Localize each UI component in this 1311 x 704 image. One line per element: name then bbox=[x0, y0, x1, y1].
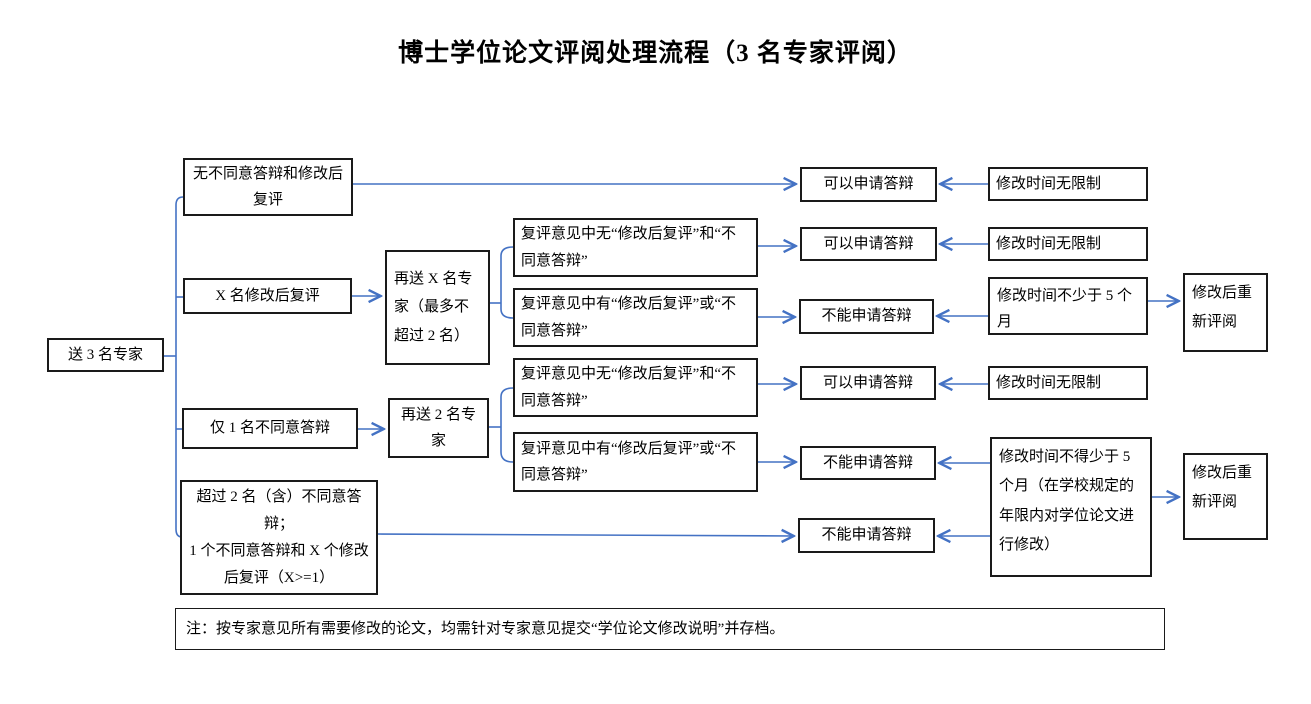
node-x-revise-branch: X 名修改后复评 bbox=[183, 278, 352, 314]
node-rereview-after-revision-1: 修改后重新评阅 bbox=[1183, 273, 1268, 352]
node-review1-none: 复评意见中无“修改后复评”和“不同意答辩” bbox=[513, 218, 758, 277]
node-one-disagree-branch: 仅 1 名不同意答辩 bbox=[182, 408, 358, 449]
node-review2-none: 复评意见中无“修改后复评”和“不同意答辩” bbox=[513, 358, 758, 417]
node-resend-2-experts: 再送 2 名专家 bbox=[388, 398, 489, 458]
node-can-apply-defense-2: 可以申请答辩 bbox=[800, 227, 937, 261]
node-review2-has: 复评意见中有“修改后复评”或“不同意答辩” bbox=[513, 432, 758, 492]
node-review1-has: 复评意见中有“修改后复评”或“不同意答辩” bbox=[513, 288, 758, 347]
note-text: 注：按专家意见所有需要修改的论文，均需针对专家意见提交“学位论文修改说明”并存档… bbox=[175, 608, 1165, 650]
node-rereview-after-revision-2: 修改后重新评阅 bbox=[1183, 453, 1268, 540]
node-cannot-apply-defense-3: 不能申请答辩 bbox=[799, 299, 934, 334]
node-cannot-apply-defense-5: 不能申请答辩 bbox=[800, 446, 936, 480]
edge-over2-to-no6 bbox=[377, 534, 793, 536]
bracket-resend2-trunk bbox=[500, 387, 514, 463]
node-time-unlimited-2: 修改时间无限制 bbox=[988, 227, 1148, 261]
bracket-main-trunk bbox=[175, 196, 184, 538]
bracket-resendx-trunk bbox=[500, 246, 514, 319]
node-no-objection-branch: 无不同意答辩和修改后复评 bbox=[183, 158, 353, 216]
node-cannot-apply-defense-6: 不能申请答辩 bbox=[798, 518, 935, 553]
node-can-apply-defense-1: 可以申请答辩 bbox=[800, 167, 937, 202]
node-time-min-5-months: 修改时间不少于 5 个月 bbox=[988, 277, 1148, 335]
node-time-unlimited-1: 修改时间无限制 bbox=[988, 167, 1148, 201]
node-time-min-5-months-detail: 修改时间不得少于 5 个月（在学校规定的年限内对学位论文进行修改） bbox=[990, 437, 1152, 577]
node-time-unlimited-4: 修改时间无限制 bbox=[988, 366, 1148, 400]
page-title: 博士学位论文评阅处理流程（3 名专家评阅） bbox=[398, 40, 913, 67]
node-send-3-experts: 送 3 名专家 bbox=[47, 338, 164, 372]
node-can-apply-defense-4: 可以申请答辩 bbox=[800, 366, 936, 400]
node-over-2-disagree-branch: 超过 2 名（含）不同意答辩； 1 个不同意答辩和 X 个修改后复评（X>=1） bbox=[180, 480, 378, 595]
node-resend-x-experts: 再送 X 名专家（最多不超过 2 名） bbox=[385, 250, 490, 365]
